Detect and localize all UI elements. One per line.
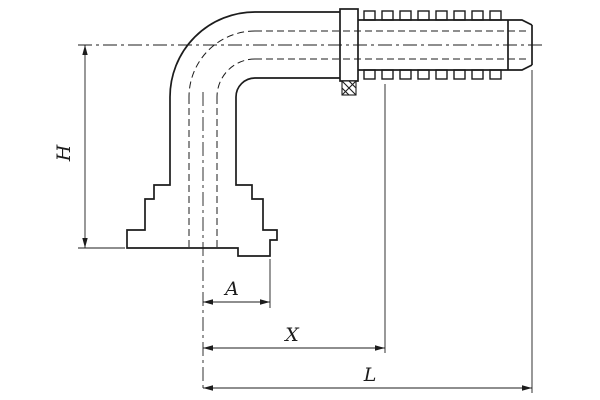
bore-outer-arc bbox=[188, 30, 256, 98]
bore-inner-arc bbox=[216, 58, 256, 98]
dim-x-arrow-right bbox=[375, 345, 385, 351]
dimension-a: A bbox=[203, 259, 271, 308]
centerlines bbox=[78, 44, 546, 392]
dim-l-arrow-right bbox=[522, 385, 532, 391]
dim-h-arrow-top bbox=[82, 45, 88, 55]
o-ring-section bbox=[341, 80, 357, 96]
dimension-label-h: H bbox=[53, 144, 75, 162]
dim-l-arrow-left bbox=[203, 385, 213, 391]
dimension-h: H bbox=[53, 45, 125, 249]
dim-a-arrow-right bbox=[260, 299, 270, 305]
dimension-label-l: L bbox=[363, 364, 377, 386]
tip-top bbox=[508, 19, 533, 26]
dimension-x: X bbox=[203, 84, 386, 353]
fitting-outline bbox=[126, 8, 533, 257]
dim-a-arrow-left bbox=[203, 299, 213, 305]
barb-ridges-top bbox=[363, 10, 502, 21]
tip-bottom bbox=[508, 64, 533, 71]
dim-h-arrow-bottom bbox=[82, 238, 88, 248]
barb-ridges-bottom bbox=[363, 69, 502, 80]
dimension-label-x: X bbox=[283, 324, 300, 346]
dim-x-arrow-left bbox=[203, 345, 213, 351]
dimension-l: L bbox=[203, 70, 533, 393]
bore-hidden-lines bbox=[188, 30, 528, 247]
dimension-label-a: A bbox=[223, 278, 239, 300]
elbow-flange-profile bbox=[126, 11, 340, 257]
